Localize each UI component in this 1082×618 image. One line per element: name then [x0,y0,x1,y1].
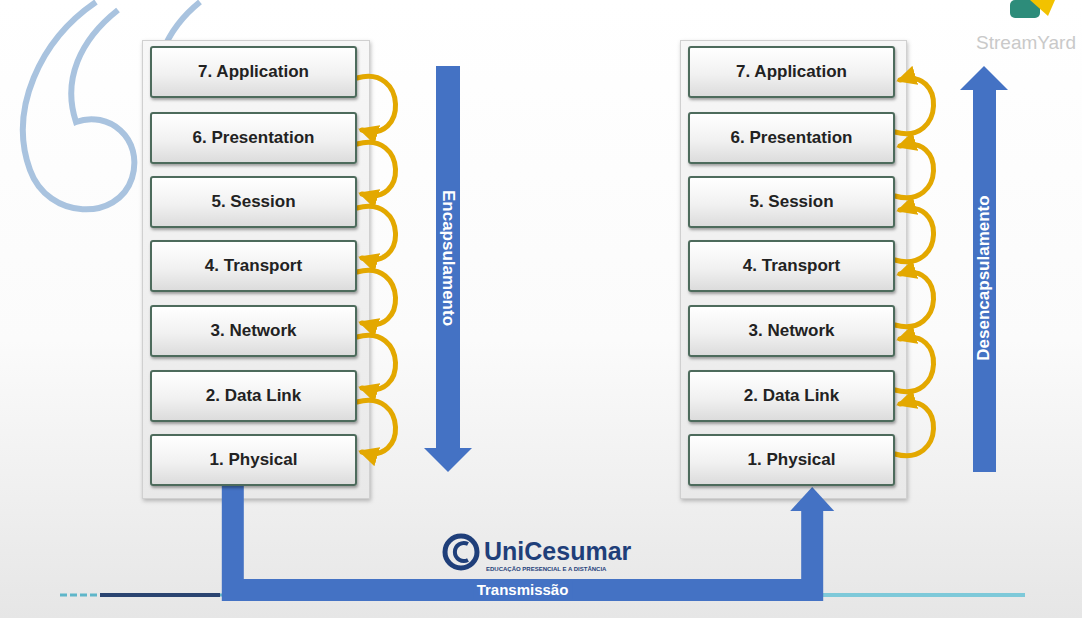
layer-name: 4. Transport [743,256,840,276]
process-arrow [960,66,1008,90]
footer-line [820,593,1025,597]
layer-arrow [357,142,396,195]
process-label: Desencapsulamento [975,195,994,360]
layer-box: 6. Presentation [150,112,357,164]
layer-name: 7. Application [736,62,847,82]
logo-subtitle: EDUCAÇÃO PRESENCIAL E A DISTÂNCIA [486,566,606,573]
layer-box: 7. Application [688,46,895,98]
layer-arrow [895,402,934,455]
layer-box: 5. Session [688,176,895,228]
layer-name: 5. Session [211,192,295,212]
corner-icon [1030,0,1055,16]
layer-arrow [895,78,934,133]
footer-line [100,593,220,597]
layer-name: 3. Network [749,321,835,341]
layer-name: 3. Network [211,321,297,341]
layer-arrow [357,270,396,324]
layer-name: 4. Transport [205,256,302,276]
layer-box: 6. Presentation [688,112,895,164]
process-arrow [973,88,996,472]
layer-box: 5. Session [150,176,357,228]
layer-box: 4. Transport [150,240,357,292]
layer-name: 6. Presentation [193,128,315,148]
layer-box: 3. Network [150,305,357,357]
layer-name: 1. Physical [748,450,836,470]
process-arrow [436,66,460,450]
layer-arrow [895,208,934,261]
layer-name: 6. Presentation [731,128,853,148]
layer-box: 1. Physical [150,434,357,486]
layer-name: 1. Physical [210,450,298,470]
layer-arrow [357,206,396,259]
process-label: Encapsulamento [439,190,458,326]
layer-arrow [895,337,934,391]
transmission-arrow [233,486,812,590]
layer-box: 2. Data Link [150,370,357,422]
layer-name: 5. Session [749,192,833,212]
layer-arrow [357,335,396,389]
layer-name: 2. Data Link [744,386,839,406]
layer-arrow [357,76,396,131]
process-arrow [424,448,472,472]
layer-arrow [357,400,396,453]
logo-icon [455,543,468,561]
edge-label: Transmissão [473,581,573,599]
layer-box: 4. Transport [688,240,895,292]
arrow-head [790,487,834,511]
layer-box: 7. Application [150,46,357,98]
quote-mark [23,2,134,209]
logo-text: UniCesumar [484,538,631,566]
logo-icon [445,536,477,568]
layer-box: 3. Network [688,305,895,357]
layer-arrow [895,272,934,326]
layer-arrow [895,144,934,197]
layer-name: 7. Application [198,62,309,82]
layer-box: 1. Physical [688,434,895,486]
layer-box: 2. Data Link [688,370,895,422]
layer-name: 2. Data Link [206,386,301,406]
watermark: StreamYard [976,33,1076,54]
